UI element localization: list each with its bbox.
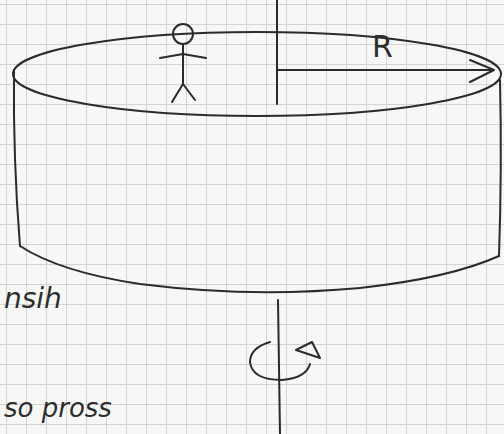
figure-head (173, 24, 193, 44)
rotation-arrowhead (296, 342, 320, 358)
side-note: nsih (4, 284, 62, 315)
rotation-axis-top (276, 0, 278, 104)
radius-label: R (372, 30, 393, 63)
cylinder-top-rim (13, 32, 501, 116)
figure-body (182, 44, 184, 84)
bottom-note: so pross (4, 394, 112, 423)
rotation-axis-bottom (278, 300, 280, 434)
radius-arrowhead (470, 60, 494, 82)
cylinder-right-side (499, 80, 501, 256)
figure-legs (172, 84, 195, 102)
cylinder-left-side (14, 70, 20, 246)
cylinder-bottom-rim (20, 246, 499, 292)
radius-line (277, 69, 492, 71)
figure-arms (160, 54, 206, 58)
